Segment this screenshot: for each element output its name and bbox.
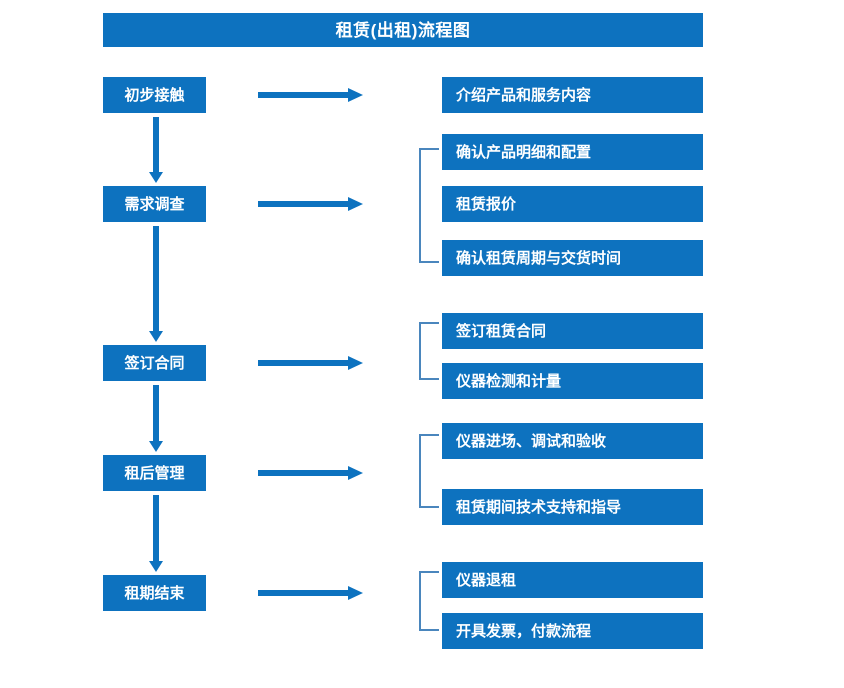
arrow-head bbox=[348, 197, 363, 211]
right-arrow-icon-stage-3 bbox=[258, 355, 366, 371]
down-arrow-icon-4-to-5 bbox=[149, 495, 163, 572]
stage-box-post-rental-management[interactable]: 租后管理 bbox=[103, 455, 206, 491]
detail-label: 确认租赁周期与交货时间 bbox=[456, 249, 622, 267]
stage-label: 需求调查 bbox=[124, 195, 185, 213]
diagram-title-bar: 租赁(出租)流程图 bbox=[103, 13, 703, 47]
arrow-shaft bbox=[153, 117, 159, 172]
stage-box-initial-contact[interactable]: 初步接触 bbox=[103, 77, 206, 113]
right-arrow-icon-stage-5 bbox=[258, 585, 366, 601]
right-arrow-icon-stage-4 bbox=[258, 465, 366, 481]
detail-box-instrument-inspection[interactable]: 仪器检测和计量 bbox=[442, 363, 703, 399]
arrow-head bbox=[149, 441, 163, 452]
stage-label: 签订合同 bbox=[124, 354, 185, 372]
group-bracket-sign-contract bbox=[419, 322, 439, 380]
detail-box-technical-support[interactable]: 租赁期间技术支持和指导 bbox=[442, 489, 703, 525]
detail-label: 仪器退租 bbox=[456, 571, 517, 589]
detail-box-confirm-rental-period[interactable]: 确认租赁周期与交货时间 bbox=[442, 240, 703, 276]
detail-box-sign-rental-contract[interactable]: 签订租赁合同 bbox=[442, 313, 703, 349]
arrow-head bbox=[348, 356, 363, 370]
arrow-head bbox=[348, 586, 363, 600]
detail-label: 确认产品明细和配置 bbox=[456, 143, 592, 161]
detail-label: 开具发票，付款流程 bbox=[456, 622, 592, 640]
group-bracket-lease-end bbox=[419, 571, 439, 631]
detail-label: 租赁报价 bbox=[456, 195, 517, 213]
detail-label: 租赁期间技术支持和指导 bbox=[456, 498, 622, 516]
arrow-head bbox=[348, 88, 363, 102]
arrow-head bbox=[149, 331, 163, 342]
arrow-shaft bbox=[153, 385, 159, 441]
down-arrow-icon-1-to-2 bbox=[149, 117, 163, 183]
arrow-shaft bbox=[258, 470, 350, 476]
down-arrow-icon-3-to-4 bbox=[149, 385, 163, 452]
arrow-shaft bbox=[258, 360, 350, 366]
arrow-shaft bbox=[258, 92, 350, 98]
arrow-head bbox=[149, 172, 163, 183]
stage-box-sign-contract[interactable]: 签订合同 bbox=[103, 345, 206, 381]
stage-box-lease-end[interactable]: 租期结束 bbox=[103, 575, 206, 611]
arrow-shaft bbox=[258, 201, 350, 207]
stage-label: 初步接触 bbox=[124, 86, 185, 104]
right-arrow-icon-stage-2 bbox=[258, 196, 366, 212]
arrow-shaft bbox=[258, 590, 350, 596]
detail-box-instrument-entry-commissioning[interactable]: 仪器进场、调试和验收 bbox=[442, 423, 703, 459]
detail-box-instrument-return[interactable]: 仪器退租 bbox=[442, 562, 703, 598]
arrow-head bbox=[348, 466, 363, 480]
group-bracket-requirement-survey bbox=[419, 148, 439, 263]
diagram-title: 租赁(出租)流程图 bbox=[335, 20, 471, 40]
detail-box-confirm-product-details[interactable]: 确认产品明细和配置 bbox=[442, 134, 703, 170]
detail-label: 仪器检测和计量 bbox=[456, 372, 562, 390]
arrow-shaft bbox=[153, 495, 159, 561]
detail-box-rental-quotation[interactable]: 租赁报价 bbox=[442, 186, 703, 222]
stage-box-requirement-survey[interactable]: 需求调查 bbox=[103, 186, 206, 222]
down-arrow-icon-2-to-3 bbox=[149, 226, 163, 342]
stage-label: 租后管理 bbox=[124, 464, 185, 482]
arrow-head bbox=[149, 561, 163, 572]
detail-box-introduce-products[interactable]: 介绍产品和服务内容 bbox=[442, 77, 703, 113]
right-arrow-icon-stage-1 bbox=[258, 87, 366, 103]
detail-label: 仪器进场、调试和验收 bbox=[456, 432, 607, 450]
detail-label: 介绍产品和服务内容 bbox=[456, 86, 592, 104]
detail-label: 签订租赁合同 bbox=[456, 322, 547, 340]
stage-label: 租期结束 bbox=[124, 584, 185, 602]
arrow-shaft bbox=[153, 226, 159, 331]
group-bracket-post-rental-management bbox=[419, 434, 439, 508]
detail-box-invoice-payment[interactable]: 开具发票，付款流程 bbox=[442, 613, 703, 649]
